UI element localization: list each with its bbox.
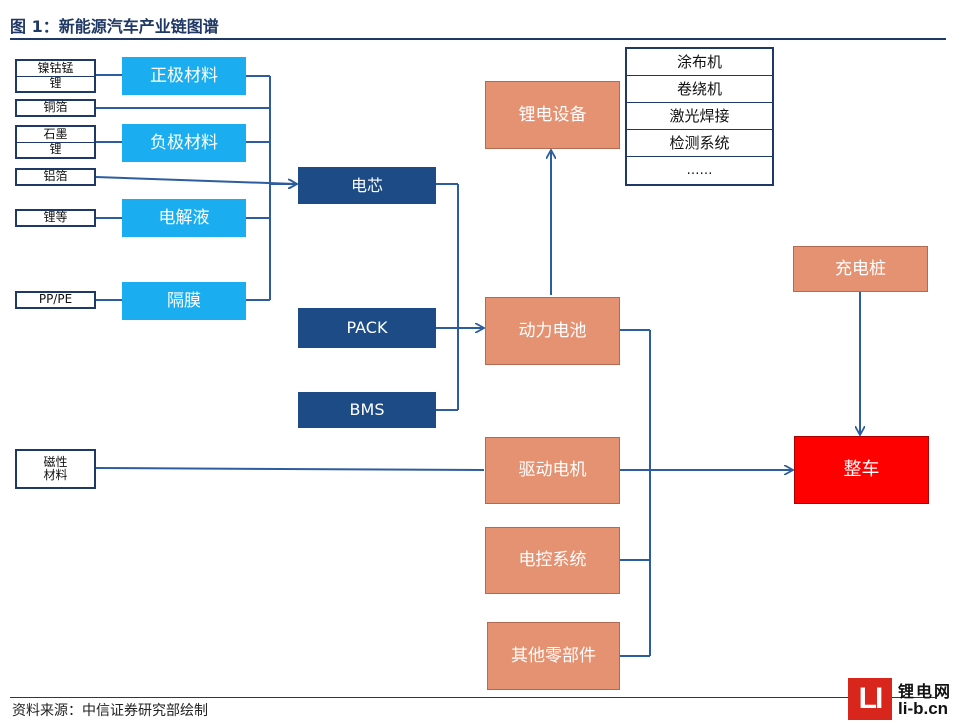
raw-magnetic-line2: 材料 [43, 468, 68, 482]
electrolyte: 电解液 [122, 199, 246, 237]
raw-magnetic-line1: 磁性 [43, 454, 68, 469]
battery-cell: 电芯 [298, 167, 436, 204]
equipment-item: 卷绕机 [627, 76, 772, 103]
anode-material: 负极材料 [122, 124, 246, 162]
raw-anode-box: 石墨 锂 [15, 125, 96, 159]
charging-pile: 充电桩 [793, 246, 928, 292]
raw-anode-line2: 锂 [17, 141, 94, 156]
complete-vehicle: 整车 [794, 436, 929, 504]
logo-url: li-b.cn [898, 699, 949, 718]
raw-electrolyte: 锂等 [15, 209, 96, 227]
footer-rule [10, 697, 935, 698]
drive-motor: 驱动电机 [485, 437, 620, 504]
other-parts: 其他零部件 [487, 622, 620, 690]
equipment-item: 激光焊接 [627, 103, 772, 130]
raw-cathode-line2: 锂 [17, 75, 94, 90]
power-battery: 动力电池 [485, 297, 620, 365]
lithium-equipment: 锂电设备 [485, 81, 620, 149]
cathode-material: 正极材料 [122, 57, 246, 95]
logo-name: 锂电网 [898, 682, 953, 701]
pack-node: PACK [298, 308, 436, 348]
raw-magnetic-box: 磁性 材料 [15, 449, 96, 489]
raw-separator: PP/PE [15, 291, 96, 309]
site-logo: LI 锂电网 li-b.cn [848, 678, 958, 720]
logo-mark: LI [848, 678, 892, 720]
equipment-item: 涂布机 [627, 49, 772, 76]
raw-anode-line1: 石墨 [43, 127, 68, 142]
equipment-item: 检测系统 [627, 130, 772, 157]
title-rule [10, 38, 946, 40]
equipment-item: …… [686, 163, 713, 178]
source-note: 资料来源：中信证券研究部绘制 [12, 703, 208, 719]
raw-aluminum-foil: 铝箔 [15, 168, 96, 186]
electric-control: 电控系统 [485, 527, 620, 594]
raw-cathode-box: 镍钴锰 锂 [15, 59, 96, 93]
bms-node: BMS [298, 392, 436, 428]
raw-copper-foil: 铜箔 [15, 99, 96, 117]
figure-title: 图 1：新能源汽车产业链图谱 [10, 17, 219, 36]
raw-cathode-line1: 镍钴锰 [37, 61, 74, 76]
equipment-list: 涂布机 卷绕机 激光焊接 检测系统 …… [625, 47, 774, 186]
separator: 隔膜 [122, 282, 246, 320]
